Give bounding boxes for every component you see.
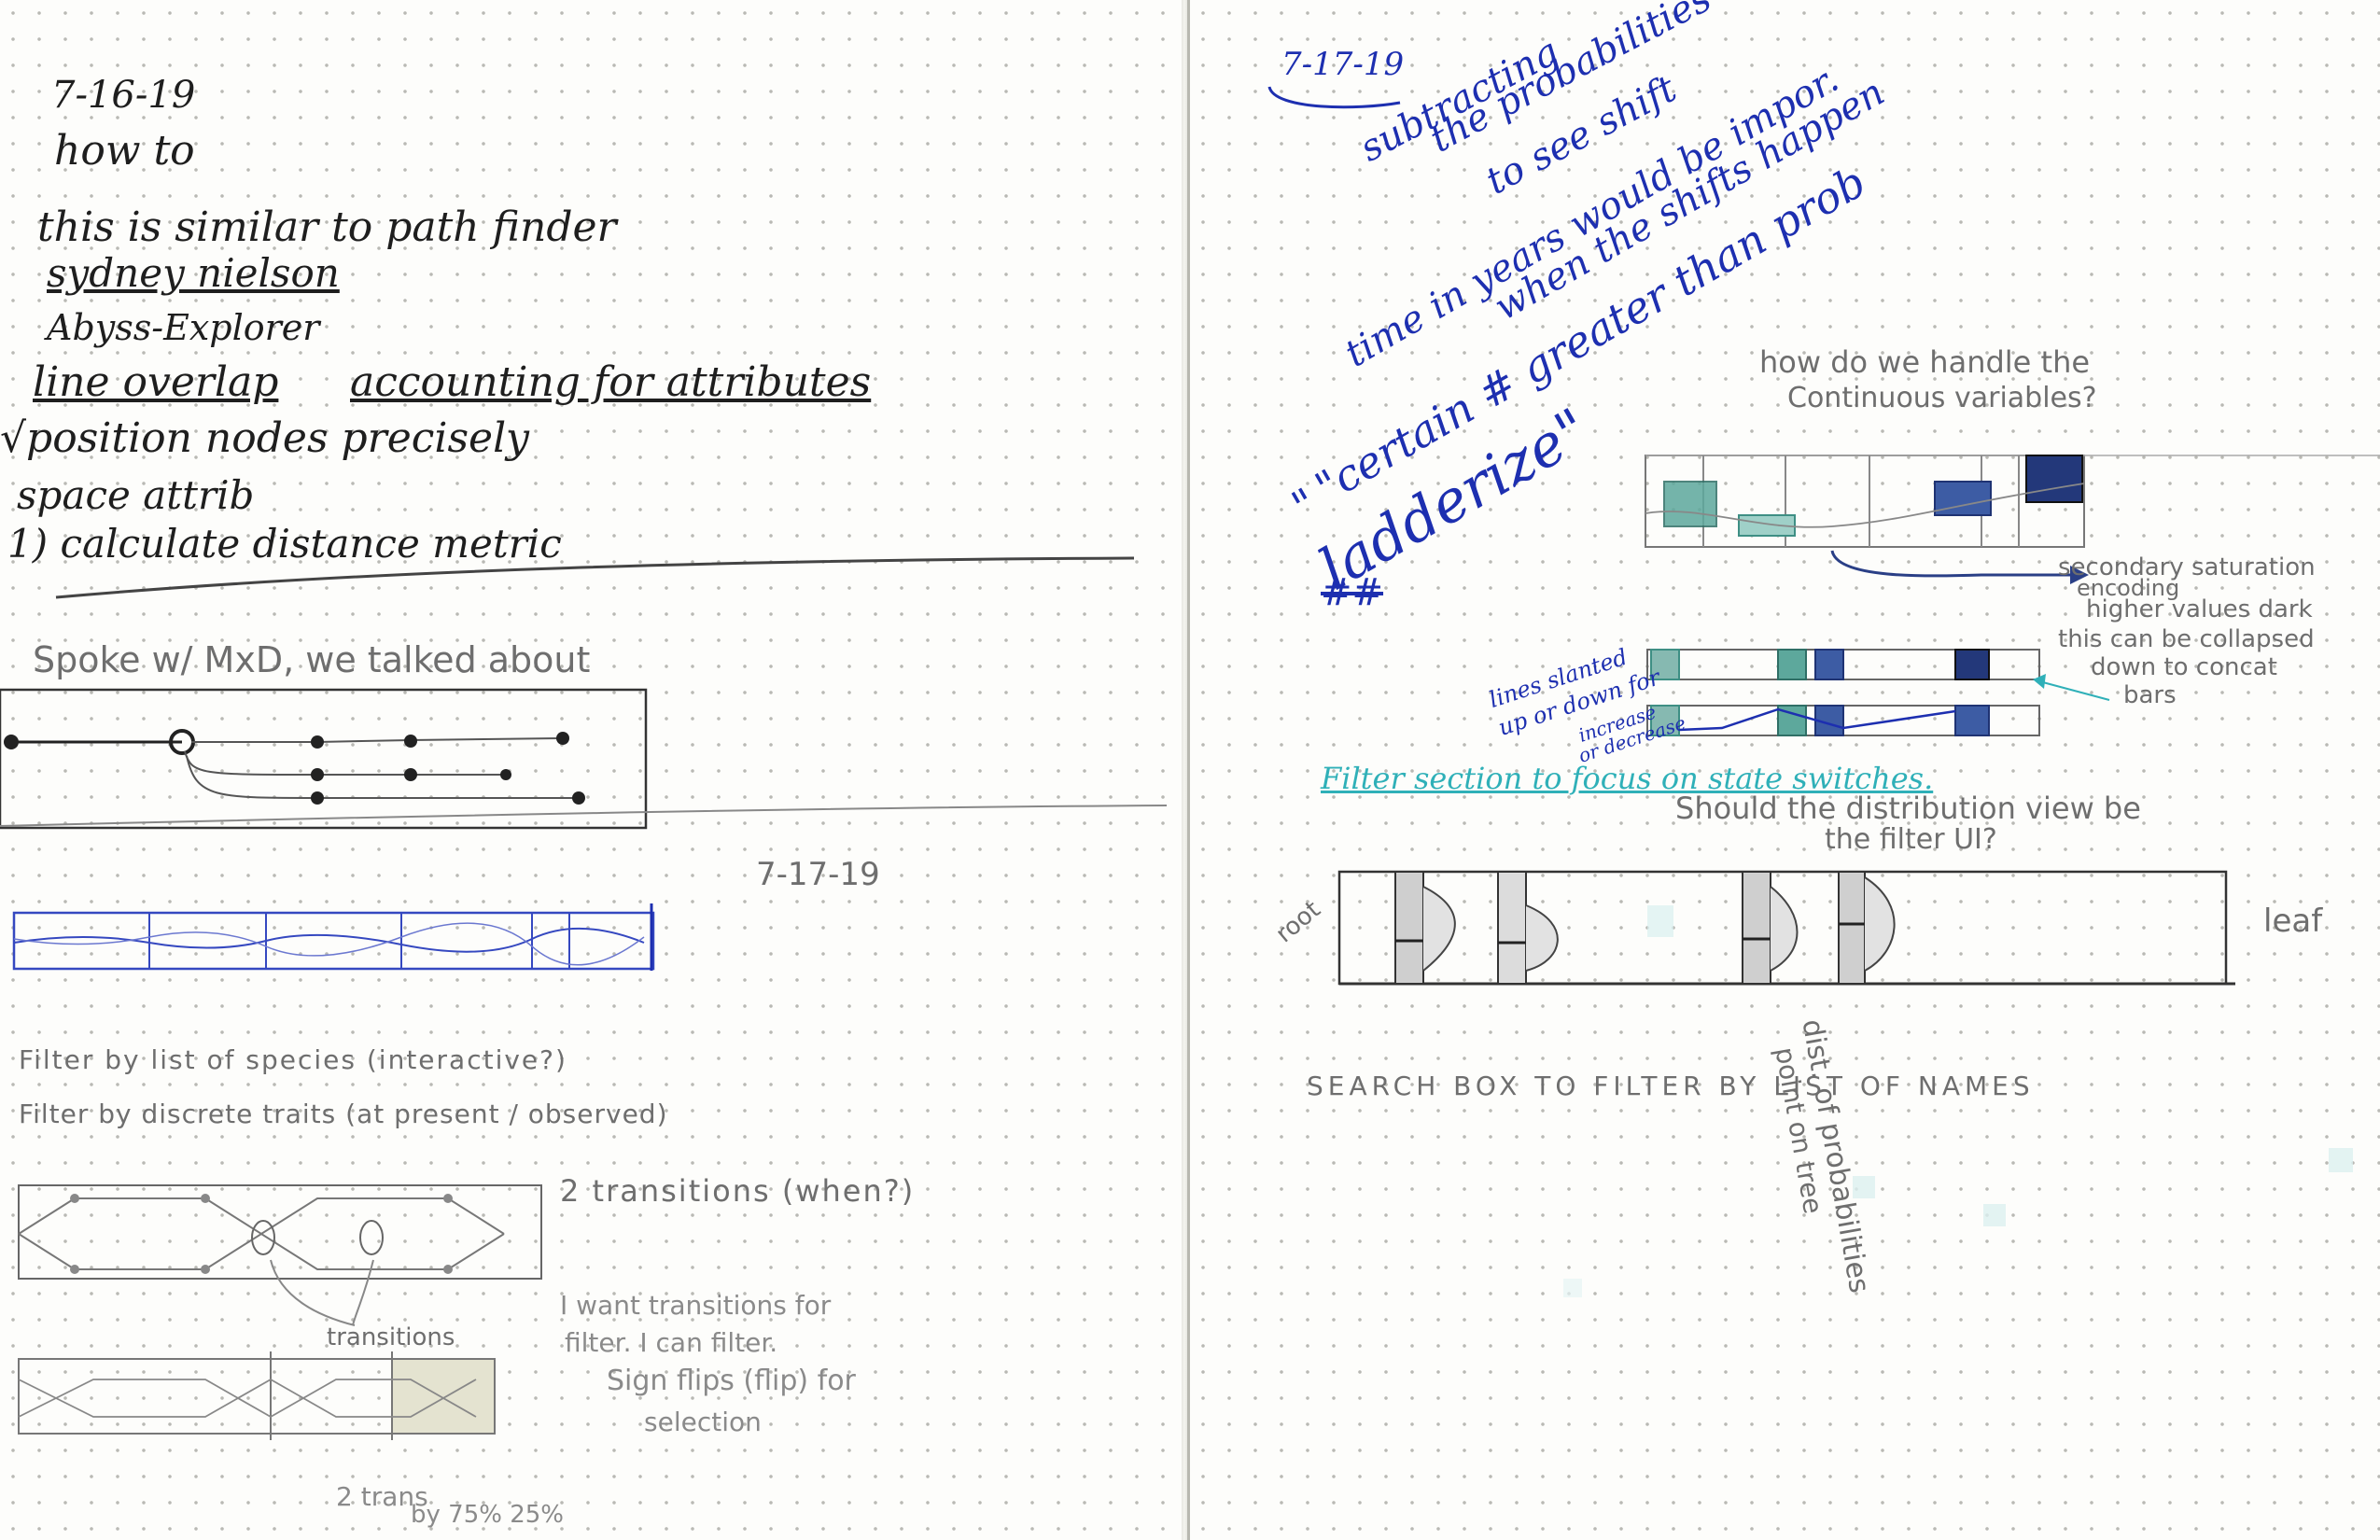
search-box-note: SEARCH BOX TO FILTER BY LIST OF NAMES — [1307, 1071, 2035, 1101]
date-heading: 7-16-19 — [51, 74, 196, 117]
bleed-through-marks — [1563, 1148, 2353, 1297]
secondary-note: bars — [2123, 681, 2177, 709]
two-trans-note: 2 trans — [336, 1481, 428, 1512]
transitions-when-note: 2 transitions (when?) — [560, 1173, 916, 1209]
want-transitions-note: Sign flips (flip) for — [607, 1365, 856, 1397]
transitions-sketch-2 — [18, 1351, 496, 1440]
spoke-note: Spoke w/ MxD, we talked about — [33, 639, 591, 680]
left-notebook-page: 7-16-19 how to this is similar to path f… — [0, 0, 1182, 1540]
concat-bars-sketch — [1646, 649, 2040, 736]
want-transitions-note: filter. I can filter. — [565, 1327, 778, 1358]
want-transitions-note: I want transitions for — [560, 1290, 832, 1321]
divider-line — [55, 556, 1135, 599]
saturation-bars-sketch — [1645, 455, 2380, 584]
distribution-question: the filter UI? — [1825, 823, 1997, 856]
want-transitions-note: selection — [644, 1407, 762, 1437]
note-line: √position nodes precisely — [0, 414, 530, 462]
date-underline — [1267, 86, 1401, 109]
blue-note: ## — [1321, 571, 1384, 614]
root-label: root — [1270, 895, 1326, 949]
percent-note: by 75% 25% — [411, 1501, 564, 1529]
note-line: space attrib — [17, 472, 255, 518]
note-line: line overlap — [33, 358, 279, 406]
secondary-note: down to concat — [2091, 653, 2277, 681]
filter-traits-note: Filter by discrete traits (at present / … — [19, 1099, 668, 1129]
filter-section-note: Filter section to focus on state switche… — [1321, 761, 1934, 796]
note-line: sydney nielson — [47, 250, 340, 296]
date-heading: 7-17-19 — [1281, 46, 1405, 83]
transitions-label: transitions — [327, 1323, 455, 1351]
distribution-question: Should the distribution view be — [1675, 791, 2141, 826]
secondary-note: secondary saturation — [2058, 553, 2316, 581]
leaf-label: leaf — [2263, 903, 2323, 940]
note-line: Abyss-Explorer — [47, 307, 320, 348]
filter-species-note: Filter by list of species (interactive?) — [19, 1044, 567, 1075]
blue-timeline-sketch — [12, 903, 655, 971]
secondary-note: encoding — [2077, 575, 2180, 601]
continuous-question: how do we handle the — [1759, 344, 2091, 380]
date-heading-mid: 7-17-19 — [756, 856, 880, 893]
continuous-question: Continuous variables? — [1787, 382, 2097, 414]
secondary-note: this can be collapsed — [2058, 625, 2315, 653]
right-notebook-page: 7-17-19 subtracting the probabilities to… — [1187, 0, 2380, 1540]
note-line: 1) calculate distance metric — [7, 521, 562, 567]
note-line: how to — [54, 127, 195, 175]
transitions-sketch — [18, 1184, 542, 1280]
teal-arrow — [2033, 674, 2110, 701]
note-line: accounting for attributes — [350, 358, 872, 406]
note-line: this is similar to path finder — [37, 203, 617, 251]
tree-sketch — [0, 688, 1168, 830]
secondary-note: higher values dark — [2086, 595, 2313, 623]
distribution-view-sketch — [1337, 870, 2235, 986]
pointer-arrows — [270, 1259, 374, 1326]
